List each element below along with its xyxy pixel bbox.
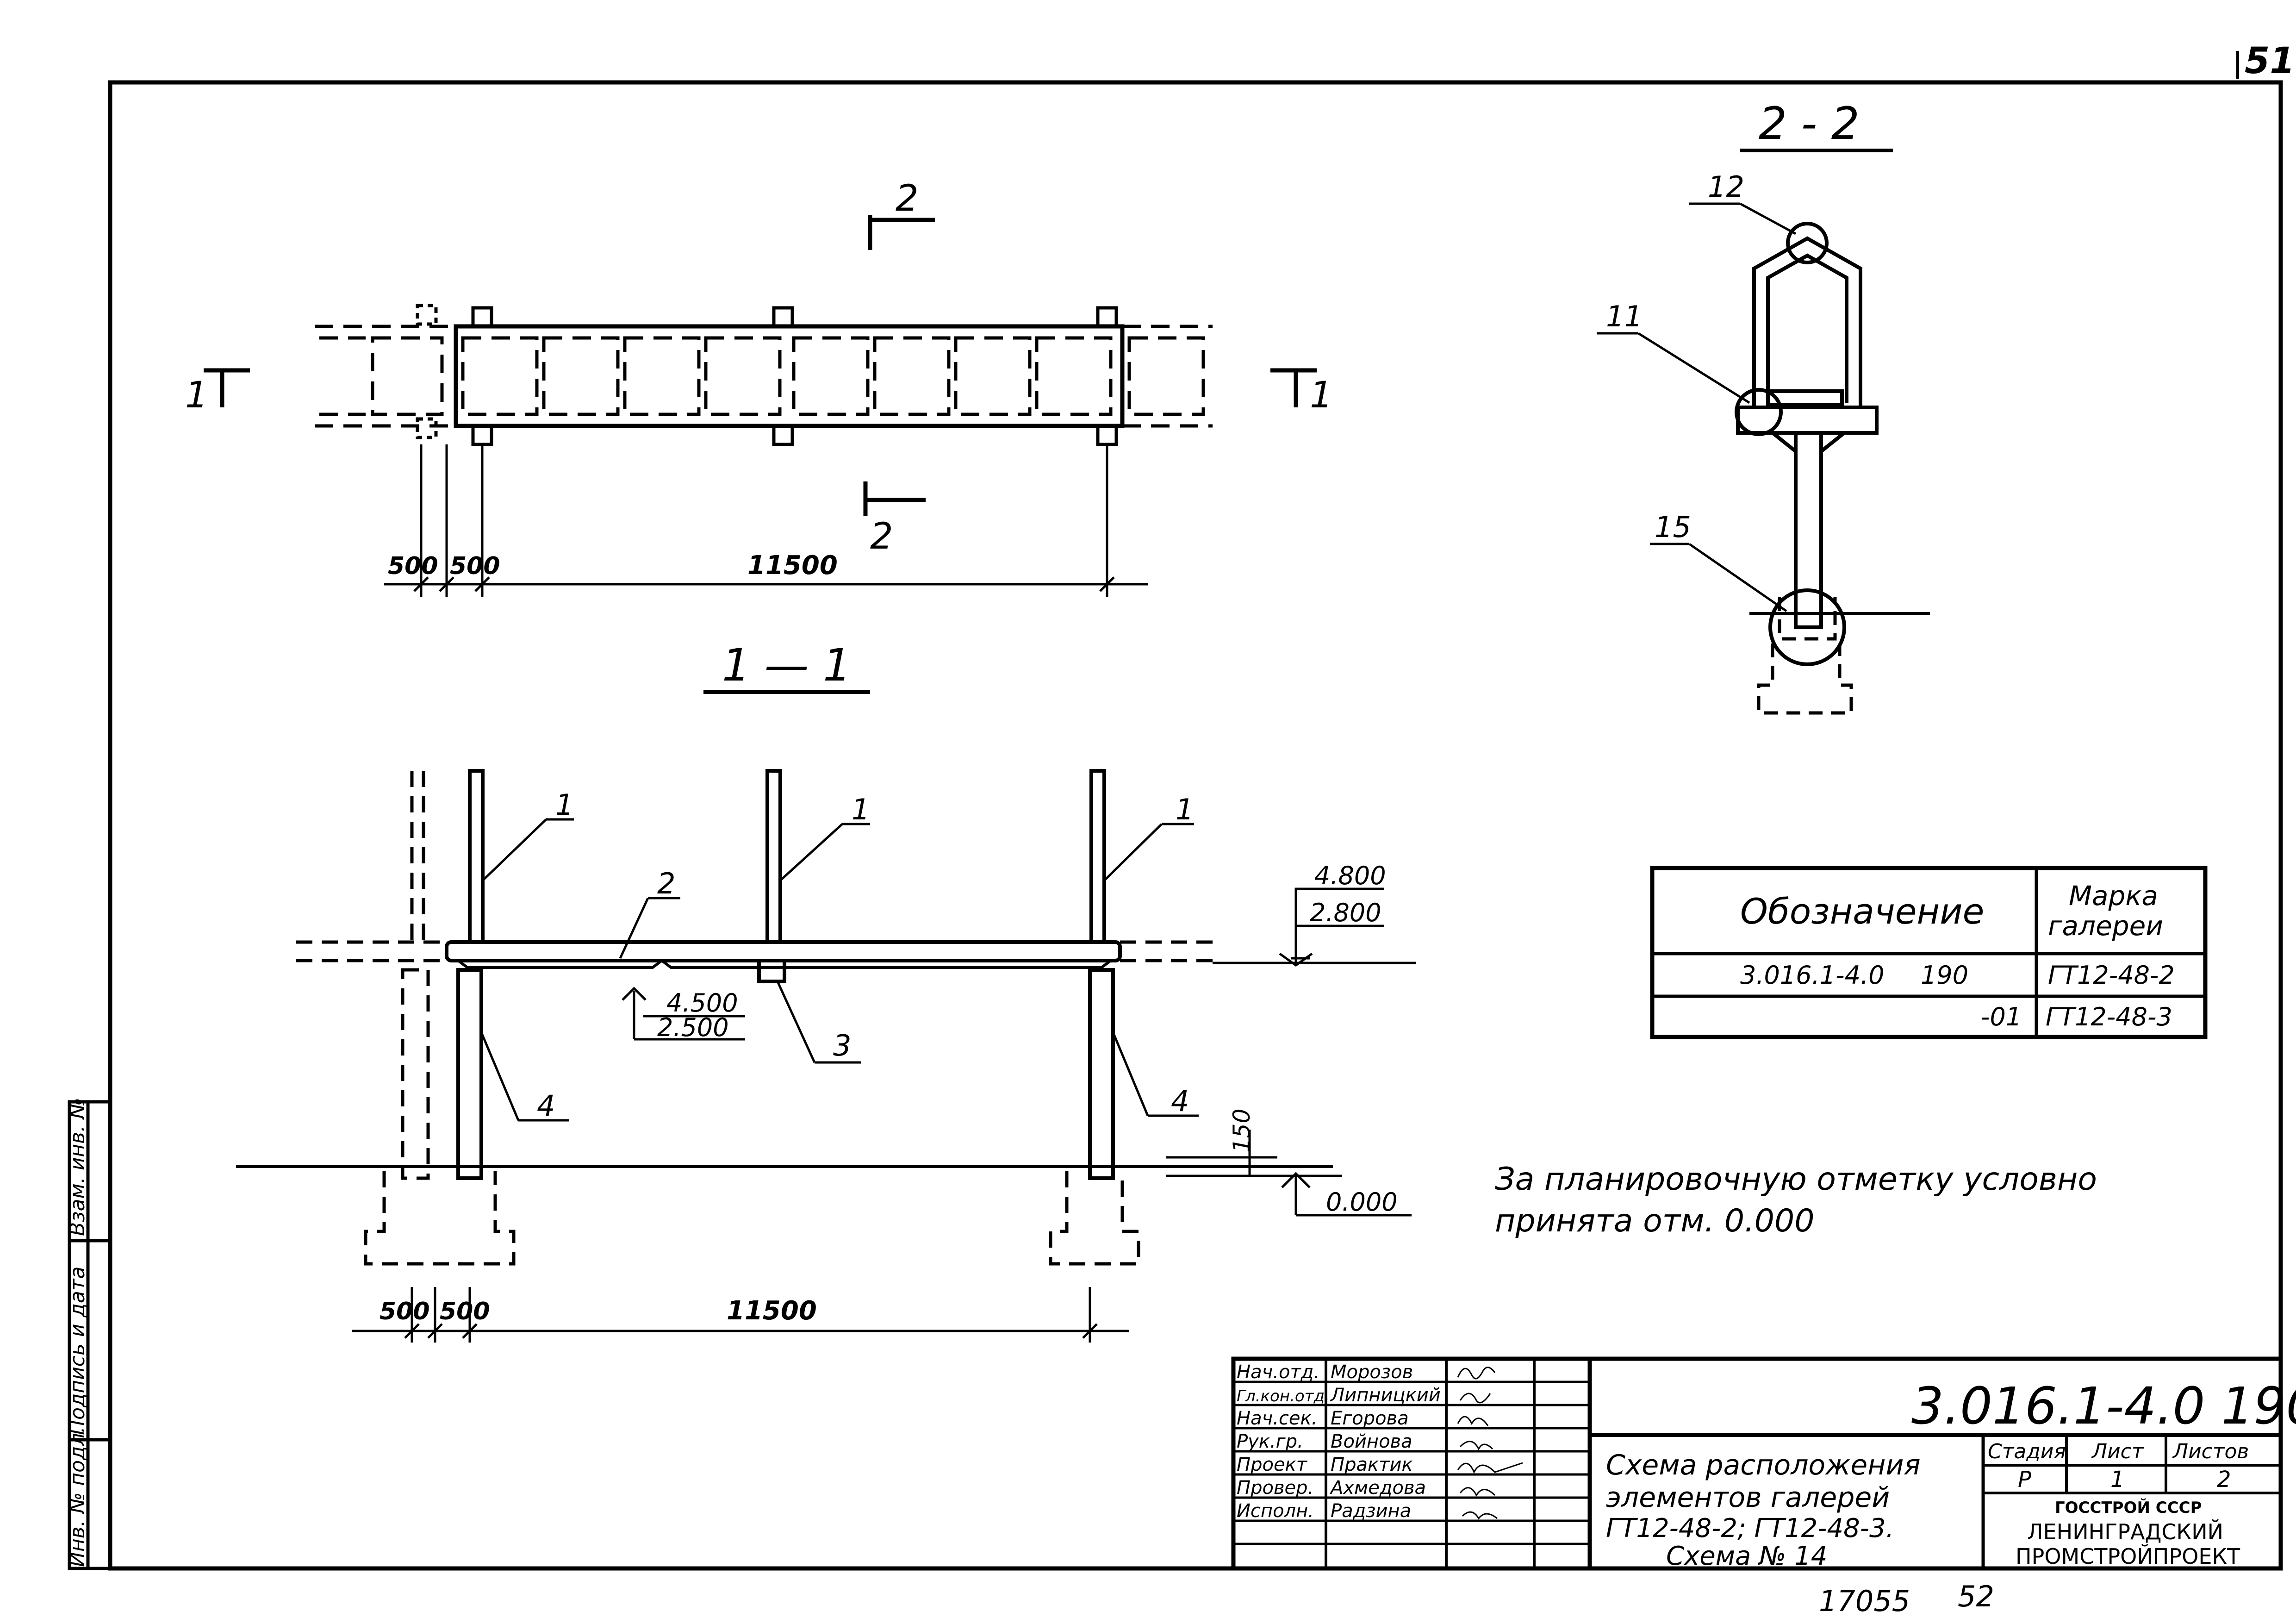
side-stamp bbox=[68, 1100, 112, 1570]
spec-table-text: Обозначение Марка галереи 3.016.1-4.0 19… bbox=[1740, 880, 2175, 1031]
section-2-2-labels: 12 11 15 bbox=[1606, 170, 1744, 544]
level-mid-1: 4.500 bbox=[666, 988, 738, 1018]
description-line-4: Схема № 14 bbox=[1666, 1541, 1827, 1571]
role-4: Проект bbox=[1237, 1454, 1308, 1475]
description-line-1: Схема расположения bbox=[1606, 1449, 1921, 1481]
leader-beam: 3 bbox=[833, 1029, 851, 1062]
name-1: Липницкий bbox=[1330, 1385, 1441, 1406]
title-block bbox=[1231, 1356, 2283, 1571]
leader-support-right: 4 bbox=[1171, 1084, 1189, 1118]
sheet-value: 1 bbox=[2110, 1467, 2125, 1493]
spec-row1-designation-b: 190 bbox=[1921, 961, 1968, 990]
sheet-number: 51 bbox=[2245, 40, 2295, 82]
level-top-2: 2.800 bbox=[1310, 898, 1381, 927]
org-line-1: ГОССТРОЙ СССР bbox=[2055, 1498, 2202, 1517]
signatures bbox=[1457, 1367, 1523, 1520]
name-4: Практик bbox=[1331, 1454, 1413, 1475]
note-line-2: принята отм. 0.000 bbox=[1495, 1203, 1815, 1239]
plan-section-mark-bottom: 2 bbox=[870, 516, 893, 557]
leader-11: 11 bbox=[1606, 300, 1643, 333]
plan-view bbox=[204, 215, 1317, 597]
stage-value: Р bbox=[2018, 1467, 2031, 1493]
name-3: Войнова bbox=[1331, 1431, 1412, 1452]
spec-col1-header: Обозначение bbox=[1740, 891, 1984, 932]
spec-row2-designation-b: -01 bbox=[1981, 1002, 2022, 1031]
side-stamp-col3: Инв. № подл. bbox=[66, 1426, 89, 1567]
level-mid-2: 2.500 bbox=[657, 1013, 729, 1042]
spec-col2-header-1: Марка bbox=[2069, 880, 2158, 912]
plan-dim-a: 500 bbox=[388, 552, 438, 580]
bottom-number-left: 17055 bbox=[1819, 1584, 1910, 1618]
role-0: Нач.отд. bbox=[1237, 1362, 1319, 1383]
name-2: Егорова bbox=[1331, 1408, 1409, 1429]
leader-col-left: 1 bbox=[555, 788, 573, 822]
name-6: Радзина bbox=[1331, 1500, 1411, 1522]
plan-section-mark-right: 1 bbox=[1310, 375, 1333, 416]
plan-dim-c: 11500 bbox=[747, 550, 838, 581]
leader-col-mid: 1 bbox=[852, 793, 870, 826]
section-1-1-title: 1 — 1 bbox=[722, 639, 851, 691]
level-gap: 150 bbox=[1228, 1109, 1255, 1153]
bottom-number-right: 52 bbox=[1958, 1580, 1994, 1613]
org-line-3: ПРОМСТРОЙПРОЕКТ bbox=[2016, 1544, 2240, 1569]
role-3: Рук.гр. bbox=[1237, 1431, 1303, 1452]
description-line-3: ГТ12-48-2; ГТ12-48-3. bbox=[1606, 1513, 1894, 1543]
bottom-dim-a: 500 bbox=[380, 1298, 430, 1325]
leader-12: 12 bbox=[1708, 170, 1744, 204]
bottom-dim-b: 500 bbox=[440, 1298, 490, 1325]
name-0: Морозов bbox=[1331, 1362, 1413, 1383]
leader-15: 15 bbox=[1655, 510, 1691, 544]
side-stamp-col1: Взам. инв. № bbox=[66, 1098, 89, 1236]
sheets-label: Листов bbox=[2172, 1440, 2249, 1463]
spec-row1-designation-a: 3.016.1-4.0 bbox=[1740, 961, 1884, 990]
spec-row1-mark: ГТ12-48-2 bbox=[2048, 961, 2175, 990]
section-1-1-labels: 1 1 1 2 3 4 4 4.800 2.800 4.500 2.500 15… bbox=[380, 788, 1398, 1326]
section-2-2-title: 2 - 2 bbox=[1759, 98, 1860, 150]
stage-label: Стадия bbox=[1988, 1440, 2066, 1463]
document-code: 3.016.1-4.0 190 bbox=[1911, 1376, 2296, 1436]
name-5: Ахмедова bbox=[1329, 1477, 1426, 1499]
plan-section-mark-top: 2 bbox=[896, 178, 919, 219]
level-ground: 0.000 bbox=[1326, 1187, 1398, 1217]
role-6: Исполн. bbox=[1237, 1500, 1314, 1522]
title-block-roles: Нач.отд. Морозов Гл.кон.отд. Липницкий Н… bbox=[1237, 1362, 1441, 1522]
level-top-1: 4.800 bbox=[1314, 861, 1386, 890]
plan-section-mark-left: 1 bbox=[185, 375, 208, 416]
spec-col2-header-2: галереи bbox=[2048, 910, 2163, 942]
leader-support-left: 4 bbox=[537, 1089, 555, 1123]
description-line-2: элементов галерей bbox=[1606, 1481, 1890, 1514]
sheet-label: Лист bbox=[2091, 1440, 2144, 1463]
sheets-value: 2 bbox=[2217, 1467, 2231, 1493]
role-1: Гл.кон.отд. bbox=[1237, 1387, 1330, 1405]
spec-table bbox=[1650, 866, 2208, 1039]
sheet-frame bbox=[108, 51, 2283, 1571]
role-5: Провер. bbox=[1237, 1477, 1313, 1499]
role-2: Нач.сек. bbox=[1237, 1408, 1317, 1429]
note-line-1: За планировочную отметку условно bbox=[1495, 1161, 2097, 1198]
bottom-dim-c: 11500 bbox=[727, 1296, 817, 1326]
spec-row2-mark: ГТ12-48-3 bbox=[2046, 1002, 2172, 1031]
leader-col-right: 1 bbox=[1176, 793, 1194, 826]
section-1-1-drawing bbox=[236, 769, 1416, 1343]
plan-labels: 1 1 2 2 500 500 11500 bbox=[185, 178, 1333, 581]
org-line-2: ЛЕНИНГРАДСКИЙ bbox=[2027, 1519, 2223, 1544]
section-2-2-drawing bbox=[1597, 202, 1930, 715]
leader-deck: 2 bbox=[657, 867, 675, 900]
plan-dim-b: 500 bbox=[450, 552, 500, 580]
side-stamp-col2: Подпись и дата bbox=[66, 1267, 89, 1435]
